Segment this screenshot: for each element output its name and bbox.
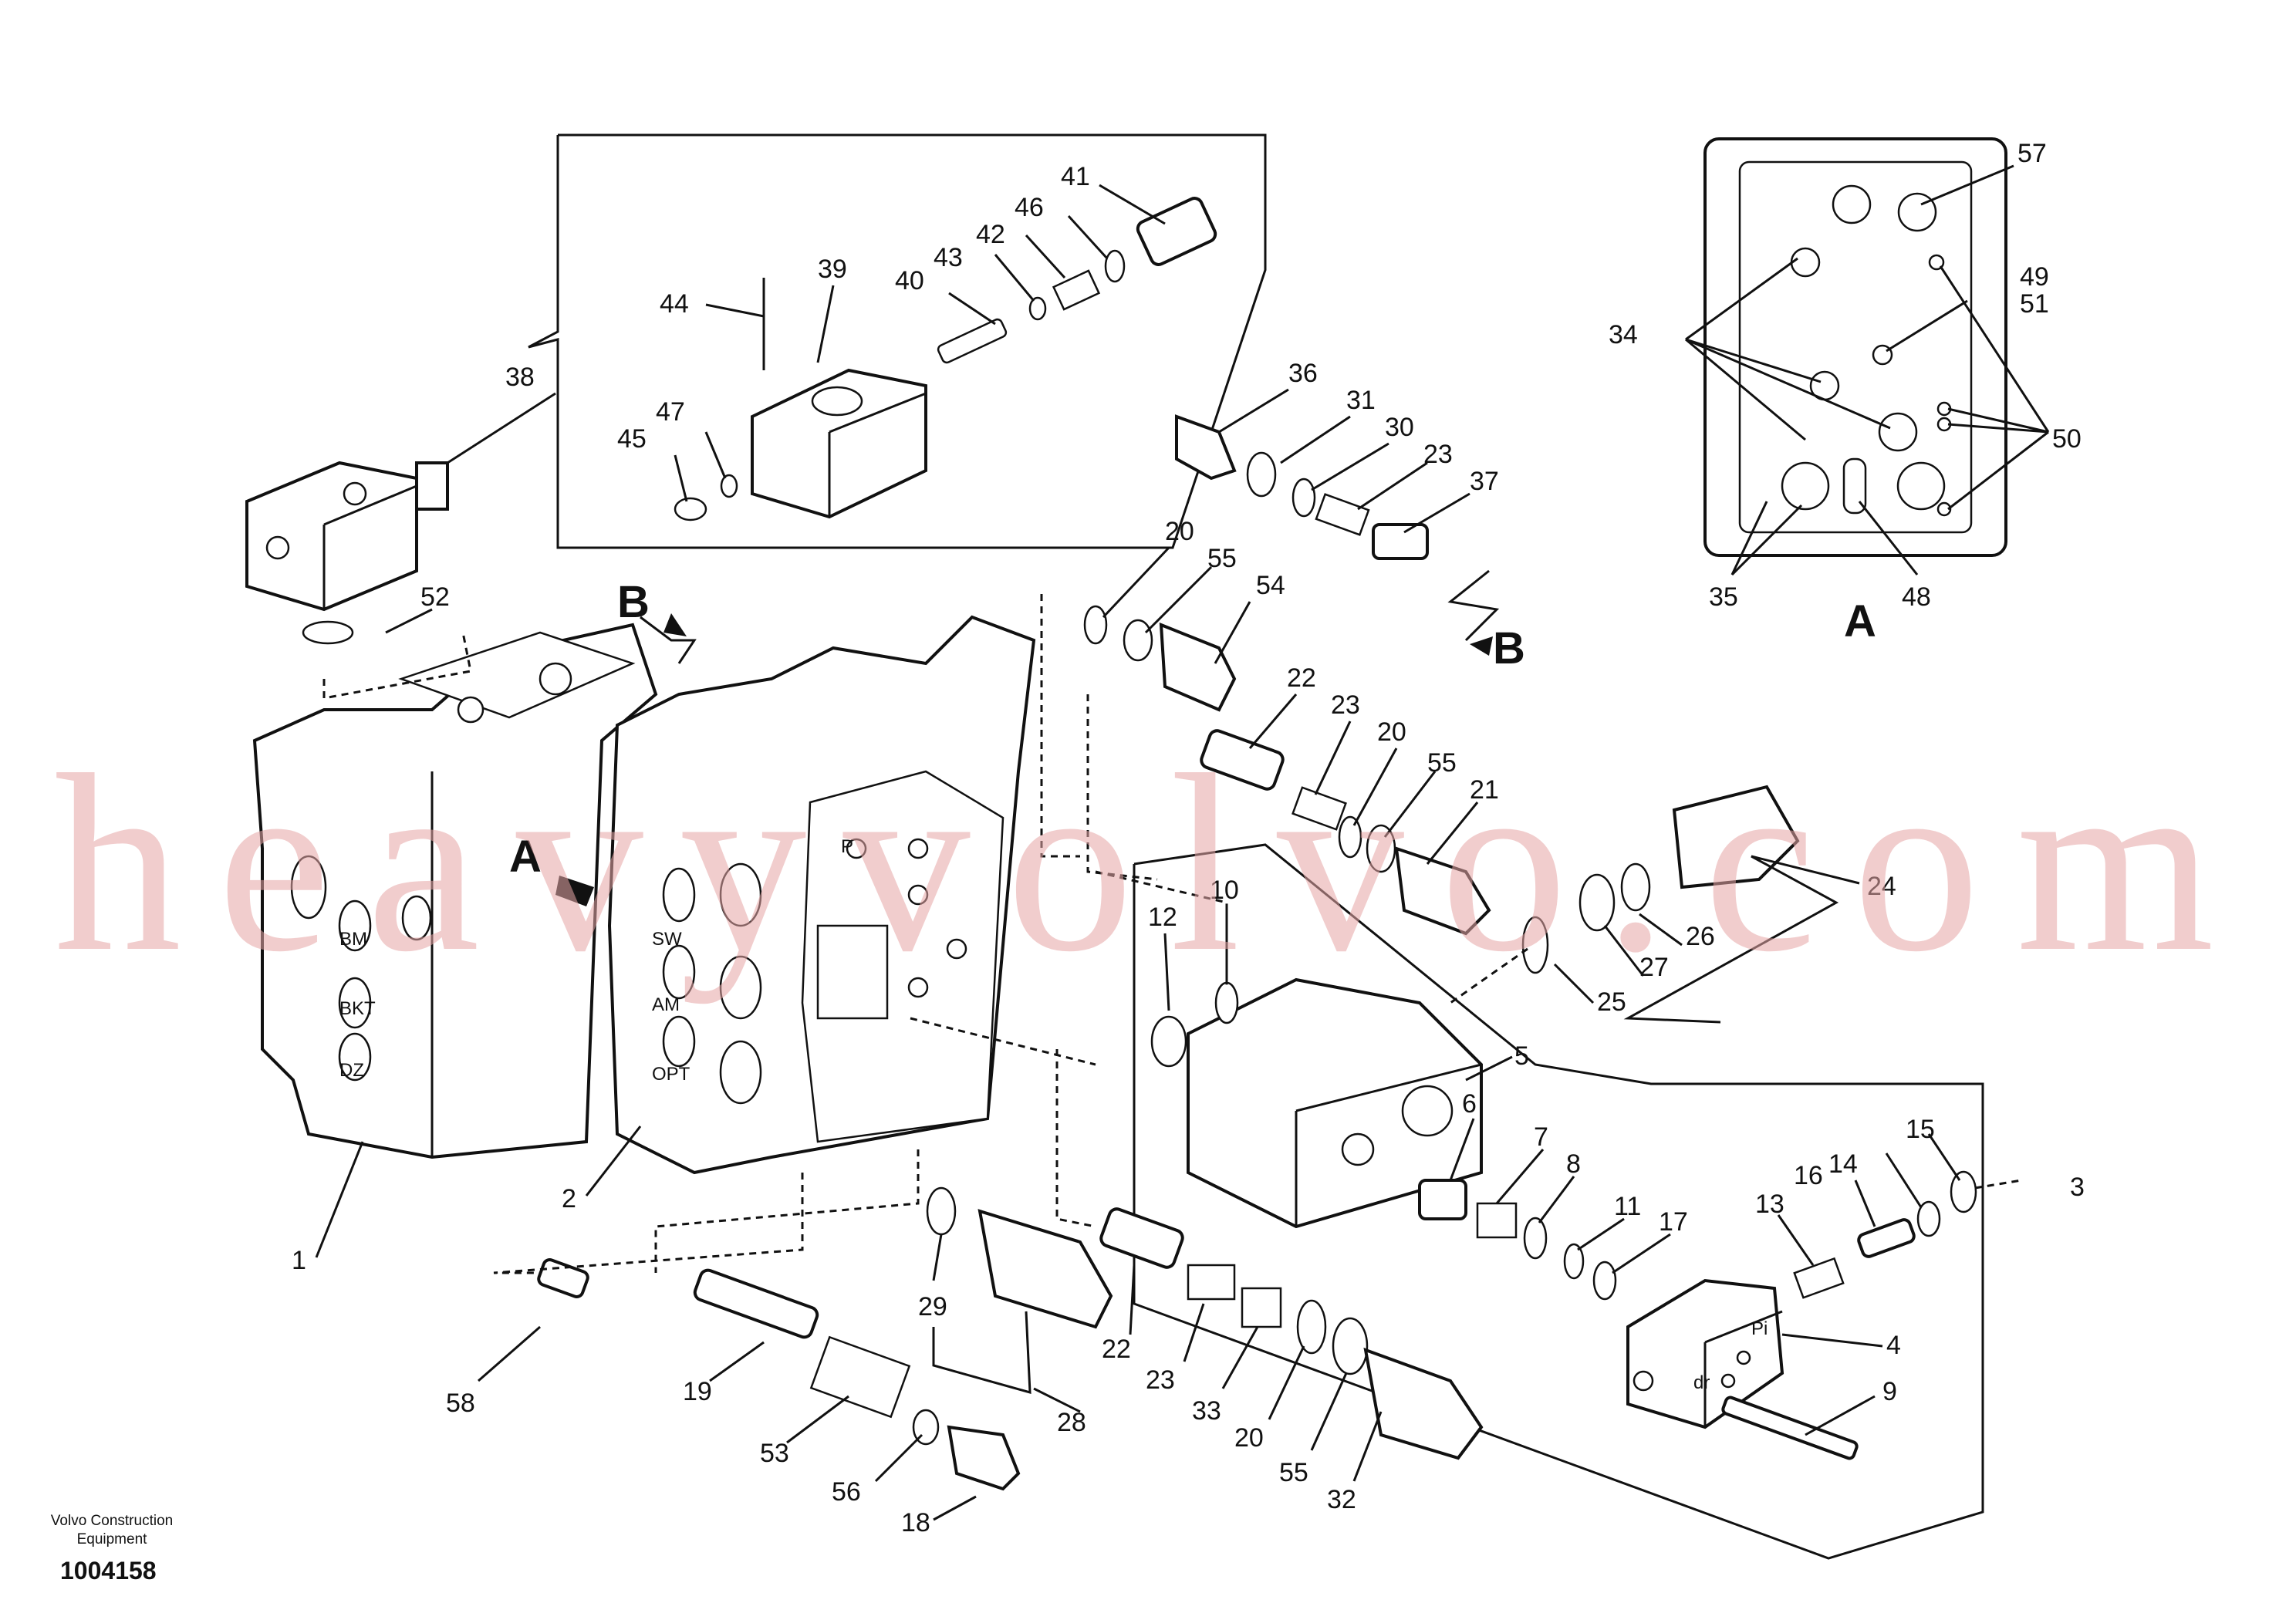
view-b-up-arrow-icon [663, 613, 687, 636]
callout-25: 25 [1597, 987, 1626, 1017]
callout-37: 37 [1470, 467, 1499, 496]
callout-43: 43 [934, 243, 963, 272]
port-mark-am: AM [652, 994, 680, 1015]
port-mark-opt: OPT [652, 1064, 690, 1085]
callout-5: 5 [1514, 1041, 1529, 1071]
view-b-top-label: B [617, 577, 650, 627]
pilot-block-4 [1626, 1278, 1784, 1429]
callout-55-top: 55 [1207, 544, 1237, 573]
callout-51: 51 [2020, 289, 2049, 319]
callout-39: 39 [818, 255, 847, 284]
port-mark-p: P [841, 836, 853, 857]
callout-26: 26 [1686, 922, 1715, 951]
callout-24: 24 [1867, 872, 1896, 901]
callout-33: 33 [1192, 1396, 1221, 1426]
view-a-box [1703, 137, 2007, 557]
callout-45: 45 [617, 424, 647, 454]
callout-28: 28 [1057, 1408, 1086, 1437]
callout-13: 13 [1755, 1190, 1784, 1219]
callout-20-top: 20 [1165, 517, 1194, 546]
callout-7: 7 [1534, 1122, 1548, 1152]
callout-29: 29 [918, 1292, 947, 1321]
callout-36: 36 [1288, 359, 1318, 388]
callout-22-bottom: 22 [1102, 1335, 1131, 1364]
callout-17: 17 [1659, 1207, 1688, 1237]
footer-brand: Volvo Construction Equipment [46, 1512, 177, 1549]
callout-18: 18 [901, 1508, 930, 1537]
footer-brand-line2: Equipment [76, 1531, 147, 1547]
port-mark-dr: dr [1693, 1372, 1710, 1393]
callout-20-bottom: 20 [1234, 1423, 1264, 1453]
callout-53: 53 [760, 1439, 789, 1468]
callout-2: 2 [562, 1184, 576, 1213]
drawing-number: 1004158 [60, 1557, 157, 1585]
footer-brand-line1: Volvo Construction [50, 1513, 174, 1529]
valve-body-2 [607, 615, 1036, 1175]
solenoid-valve-38 [245, 461, 449, 612]
view-a-label: A [1844, 596, 1876, 646]
solenoid-inset-frame [528, 133, 1267, 549]
callout-16: 16 [1794, 1161, 1823, 1190]
view-b-right-label: B [1493, 623, 1525, 673]
callout-9: 9 [1882, 1377, 1897, 1406]
callout-52: 52 [420, 582, 450, 612]
callout-34: 34 [1609, 320, 1638, 349]
port-mark-pi: Pi [1751, 1318, 1768, 1339]
callout-31: 31 [1346, 386, 1376, 415]
callout-47: 47 [656, 397, 685, 427]
callout-11: 11 [1614, 1192, 1641, 1221]
leader-lines [315, 164, 2050, 1521]
callout-30: 30 [1385, 413, 1414, 442]
callout-12: 12 [1148, 903, 1177, 932]
port-mark-bm: BM [339, 929, 367, 950]
callout-22-top: 22 [1287, 663, 1316, 693]
port-mark-sw: SW [652, 929, 682, 950]
view-a-arrow-icon [555, 876, 594, 906]
callout-40: 40 [895, 266, 924, 295]
callout-numbers: 1 2 3 4 5 6 7 8 9 10 11 12 13 14 15 16 1… [292, 139, 2085, 1537]
callout-57: 57 [2017, 139, 2047, 168]
port-mark-dz: DZ [339, 1060, 364, 1081]
solenoid-block-39 [751, 278, 927, 519]
view-arrows [555, 613, 1493, 906]
callout-21: 21 [1470, 775, 1499, 805]
callout-49: 49 [2020, 262, 2049, 292]
callout-38: 38 [505, 363, 535, 392]
callout-3: 3 [2070, 1173, 2085, 1202]
callout-58: 58 [446, 1389, 475, 1418]
callout-27: 27 [1639, 953, 1669, 982]
block-5-frame [1133, 843, 1984, 1560]
callout-8: 8 [1566, 1149, 1581, 1179]
callout-19: 19 [683, 1377, 712, 1406]
callout-54: 54 [1256, 571, 1285, 600]
callout-55-bottom: 55 [1279, 1458, 1308, 1487]
callout-55-mid: 55 [1427, 748, 1457, 778]
callout-42: 42 [976, 220, 1005, 249]
callout-20-mid: 20 [1377, 717, 1406, 747]
callout-10: 10 [1210, 876, 1239, 905]
view-b-arrow-icon [1470, 636, 1493, 656]
callout-56: 56 [832, 1477, 861, 1507]
callout-4: 4 [1886, 1331, 1901, 1360]
callout-35: 35 [1709, 582, 1738, 612]
callout-44: 44 [660, 289, 689, 319]
callout-50: 50 [2052, 424, 2082, 454]
callout-23-mid: 23 [1331, 690, 1360, 720]
callout-41: 41 [1061, 162, 1090, 191]
callout-48: 48 [1902, 582, 1931, 612]
callout-14: 14 [1828, 1149, 1858, 1179]
port-mark-bkt: BKT [339, 998, 376, 1019]
valve-body-1 [252, 623, 658, 1159]
callout-46: 46 [1015, 193, 1044, 222]
view-a-side-label: A [509, 832, 542, 882]
callout-23-top: 23 [1423, 440, 1453, 469]
callout-6: 6 [1462, 1089, 1477, 1119]
callout-23-bottom: 23 [1146, 1365, 1175, 1395]
callout-15: 15 [1906, 1115, 1935, 1144]
small-components [302, 197, 1977, 1491]
callout-32: 32 [1327, 1485, 1356, 1514]
callout-1: 1 [292, 1246, 306, 1275]
